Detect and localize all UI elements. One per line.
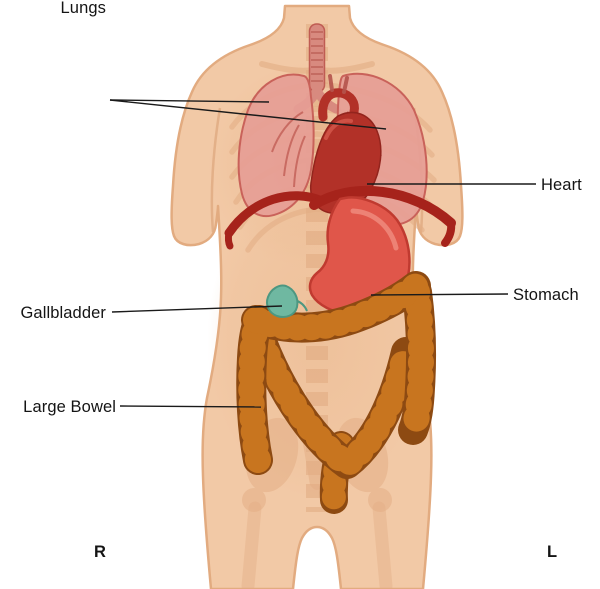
stomach-highlight xyxy=(350,208,399,251)
femurs xyxy=(241,501,393,589)
leader-line-stomach xyxy=(370,293,509,296)
large-bowel xyxy=(236,271,436,514)
label-stomach: Stomach xyxy=(513,286,579,304)
label-lungs: Lungs xyxy=(60,0,106,17)
leader-line-gallbladder xyxy=(111,305,283,313)
leader-line-large-bowel xyxy=(119,405,262,408)
aorta xyxy=(318,88,359,122)
side-marker-right: R xyxy=(94,543,106,561)
diaphragm xyxy=(224,185,456,250)
gallbladder xyxy=(266,284,299,318)
leader-line-lungs-right xyxy=(109,99,387,130)
label-large-bowel: Large Bowel xyxy=(23,398,116,416)
label-gallbladder: Gallbladder xyxy=(20,304,106,322)
leader-lines xyxy=(109,99,536,408)
gallbladder-organ xyxy=(266,284,308,318)
neck-vessels xyxy=(328,74,349,94)
leader-line-lungs-left xyxy=(109,99,270,103)
side-marker-left: L xyxy=(546,543,558,561)
label-heart: Heart xyxy=(541,176,582,194)
